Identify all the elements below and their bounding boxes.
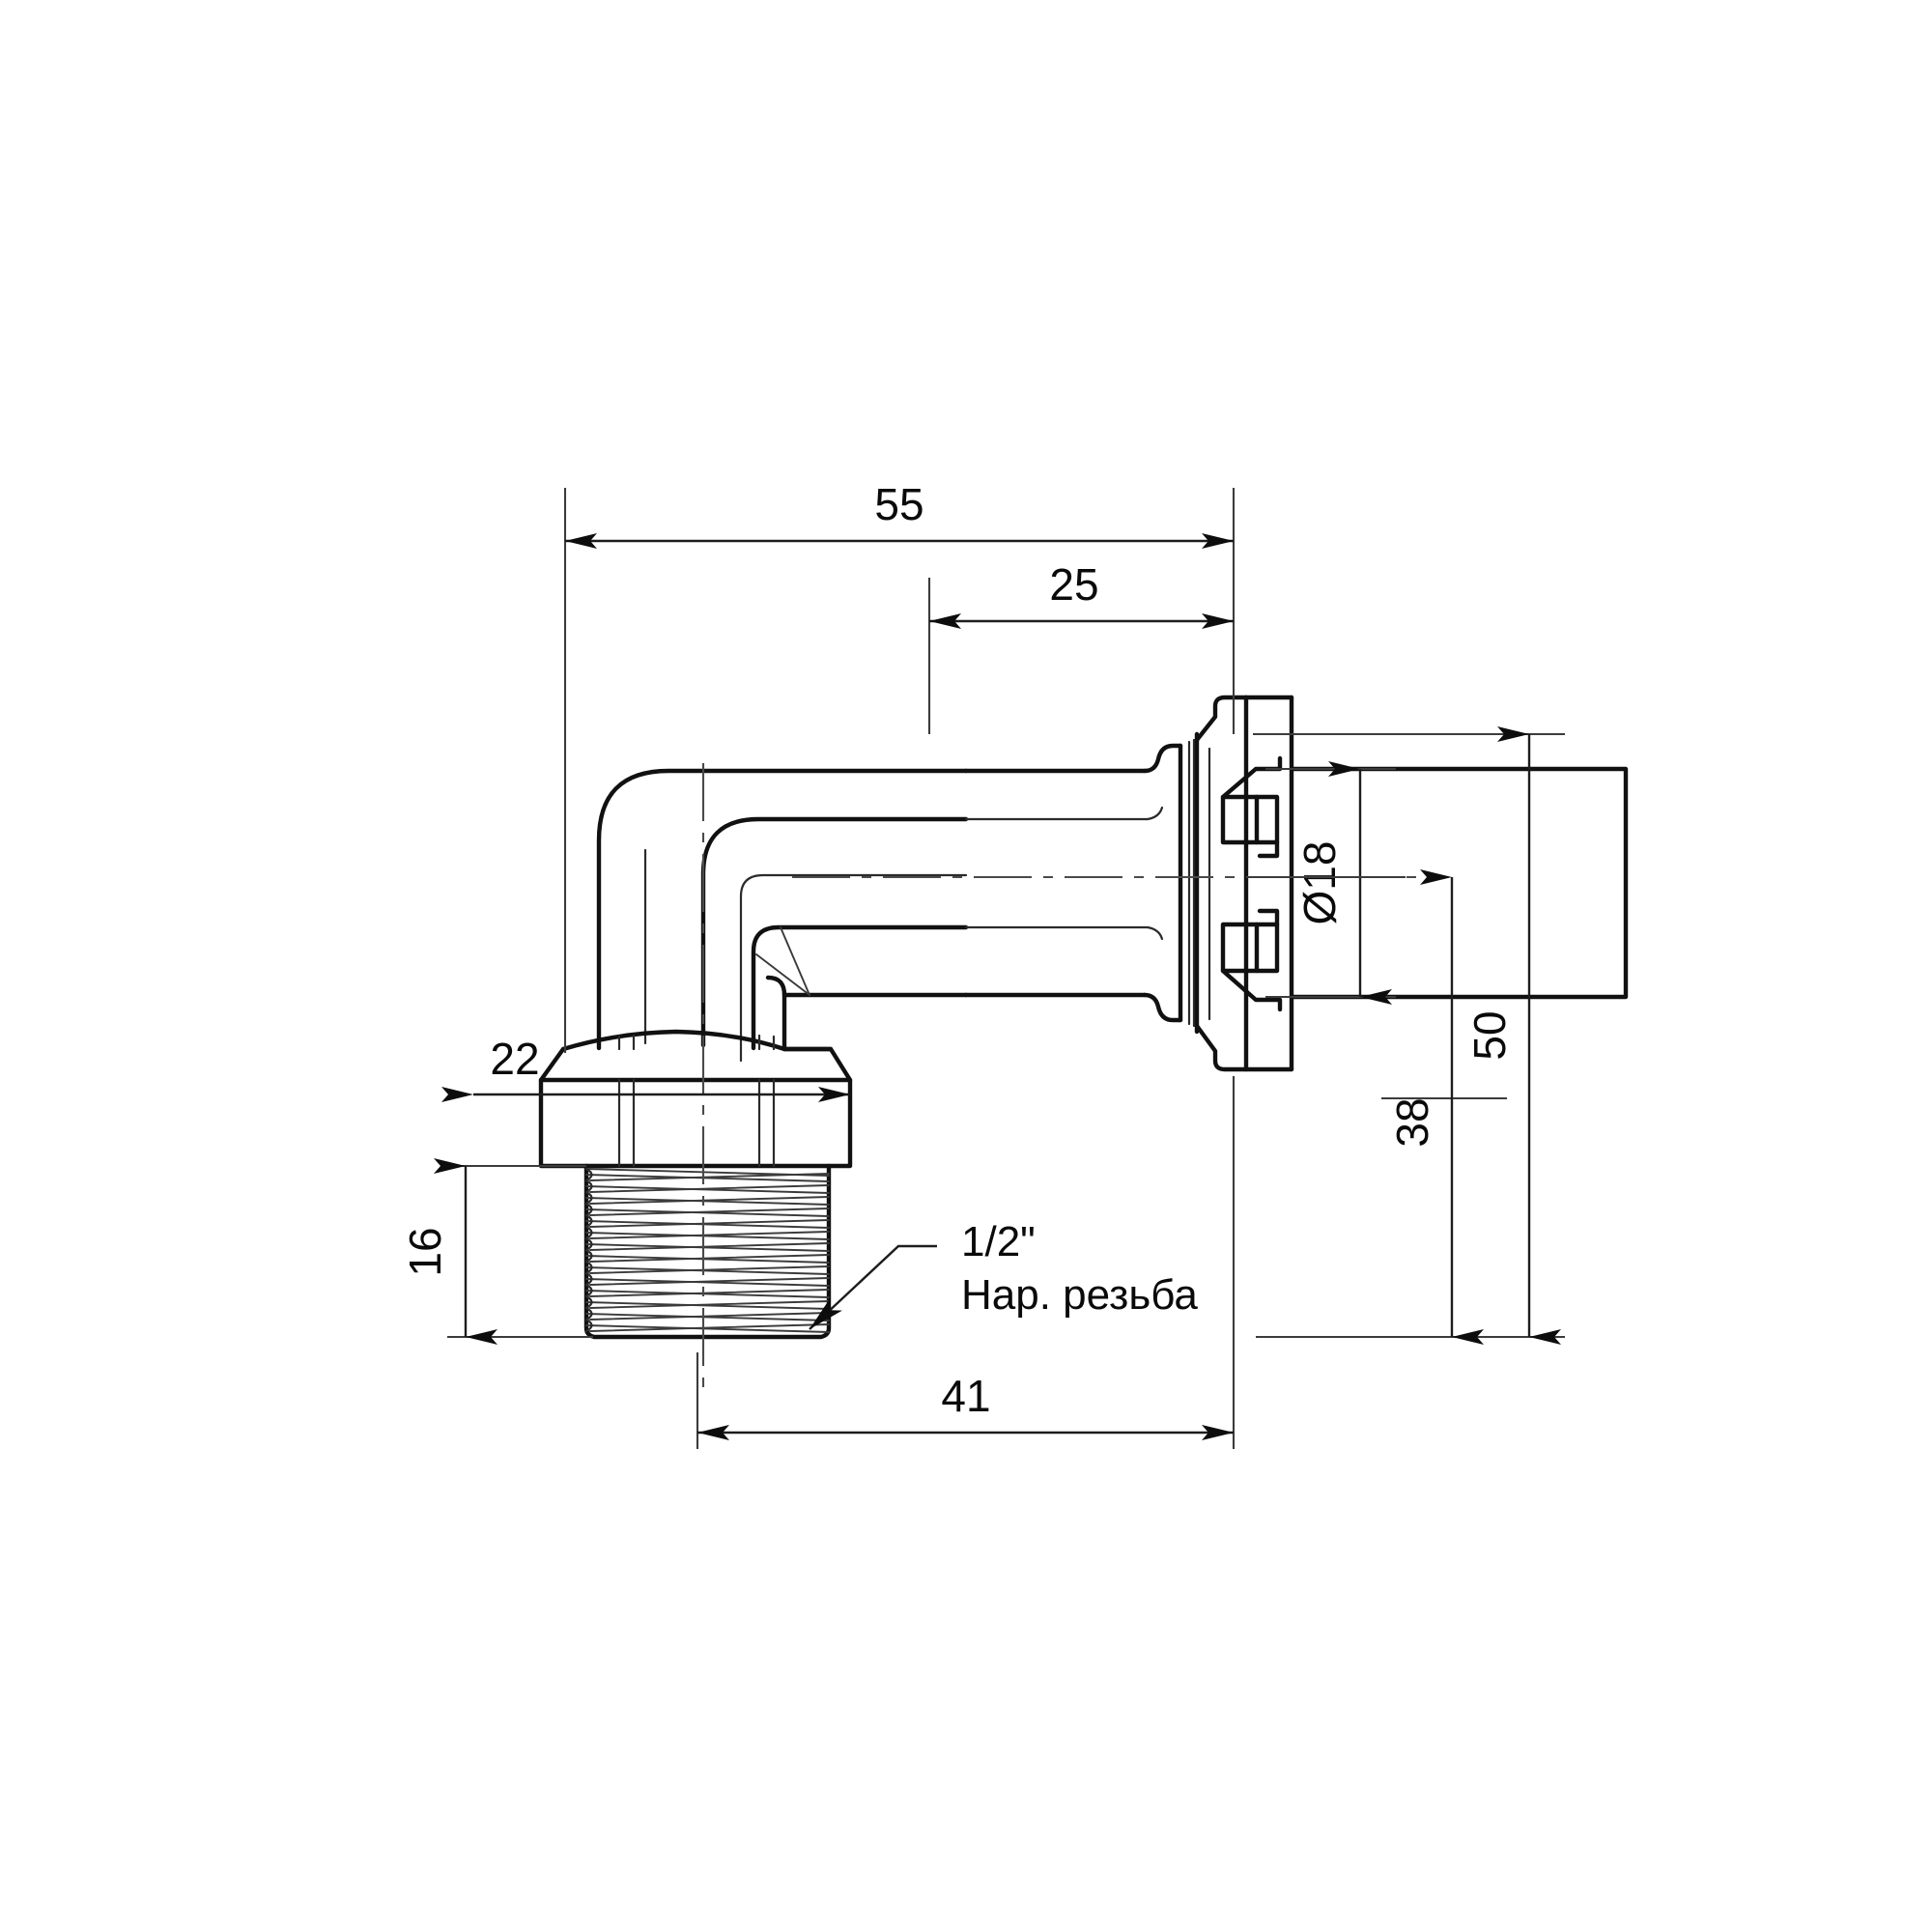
thread-flank-scallops bbox=[584, 1167, 593, 1333]
dimension-diameter-18-group: Ø18 bbox=[1265, 761, 1396, 1005]
thread-callout-group: 1/2" Нар. резьба bbox=[809, 1218, 1198, 1330]
dim-label-50: 50 bbox=[1464, 1010, 1515, 1060]
fillet-witness-line-b bbox=[780, 926, 810, 996]
elbow-inner-fillet bbox=[751, 924, 969, 1051]
press-bead-top bbox=[1142, 743, 1183, 774]
hex-nut-chamfer-left bbox=[538, 1046, 566, 1083]
thread-callout-leader bbox=[809, 1244, 937, 1330]
dimension-38-group: 38 bbox=[1246, 869, 1565, 1345]
sleeve-window-upper-right bbox=[1254, 794, 1280, 845]
dim-label-diameter-18: Ø18 bbox=[1294, 841, 1345, 925]
sleeve-rib-upper-bottom bbox=[1257, 839, 1280, 859]
hex-nut-top-chamfer bbox=[560, 1029, 834, 1052]
dim-label-16: 16 bbox=[400, 1227, 450, 1276]
sleeve-rib-lower-top bbox=[1257, 908, 1280, 927]
dimension-41-group: 41 bbox=[696, 1076, 1236, 1449]
thread-callout-type: Нар. резьба bbox=[961, 1271, 1198, 1319]
press-bead-bottom bbox=[1142, 992, 1183, 1023]
press-bead-waist-bottom bbox=[1146, 925, 1164, 941]
sleeve-window-lower-right bbox=[1254, 922, 1280, 974]
dimension-22-group: 22 bbox=[441, 1034, 850, 1102]
hex-nut-chamfer-right bbox=[781, 1046, 853, 1083]
fitting-body-geometry bbox=[538, 695, 1629, 1391]
sleeve-window-upper bbox=[1220, 794, 1260, 845]
sleeve-rib-lower-bottom bbox=[1220, 968, 1283, 1012]
dim-label-25: 25 bbox=[1049, 559, 1098, 610]
thread-callout-size: 1/2" bbox=[961, 1218, 1036, 1265]
press-sleeve-bottom-flare bbox=[1194, 1023, 1249, 1072]
elbow-outer-profile bbox=[596, 768, 969, 1051]
dim-label-41: 41 bbox=[941, 1371, 990, 1421]
elbow-inner-bore-curve bbox=[739, 873, 968, 1063]
press-sleeve-top-flare bbox=[1194, 695, 1249, 743]
sleeve-window-lower bbox=[1220, 922, 1260, 974]
elbow-inner-radius-1 bbox=[700, 816, 969, 1048]
thread-root-hatching bbox=[589, 1173, 830, 1332]
press-bead-waist-top bbox=[1146, 806, 1164, 821]
dimension-16-group: 16 bbox=[400, 1158, 593, 1345]
sleeve-rib-upper-top bbox=[1220, 755, 1283, 800]
dim-label-38: 38 bbox=[1387, 1097, 1437, 1147]
dimension-50-group: 50 bbox=[1253, 726, 1565, 1345]
elbow-lower-shoulder bbox=[765, 975, 787, 1052]
fillet-witness-line-a bbox=[755, 953, 810, 996]
dim-label-22: 22 bbox=[490, 1034, 539, 1084]
dim-label-55: 55 bbox=[874, 479, 923, 529]
dimension-55-group: 55 bbox=[563, 479, 1236, 1053]
dimension-25-group: 25 bbox=[927, 559, 1234, 734]
hex-nut-body bbox=[538, 1077, 853, 1169]
